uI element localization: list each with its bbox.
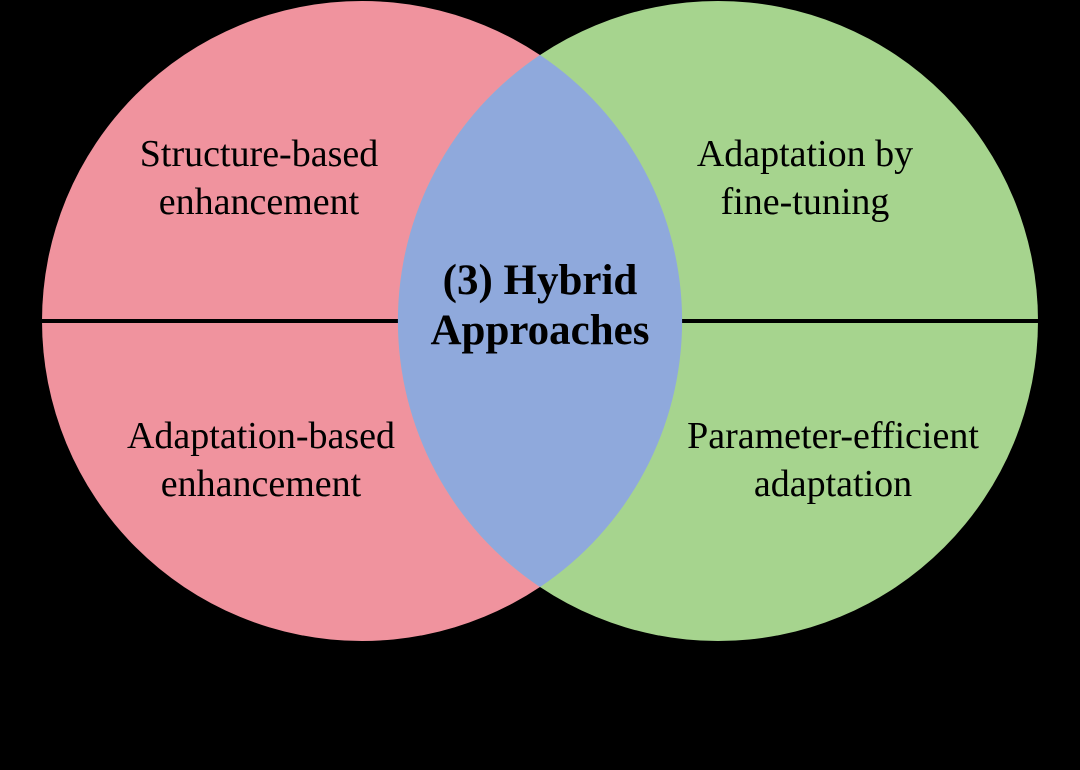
- label-line: enhancement: [158, 181, 360, 223]
- label-adaptation-by-fine-tuning: Adaptation by fine-tuning: [697, 130, 913, 226]
- label-line: enhancement: [160, 463, 362, 505]
- label-parameter-efficient-adaptation: Parameter-efficient adaptation: [687, 412, 979, 508]
- label-hybrid-approaches: (3) Hybrid Approaches: [430, 256, 649, 356]
- label-line: fine-tuning: [720, 181, 890, 223]
- label-line: (3) Hybrid: [442, 257, 638, 304]
- label-line: Adaptation-based: [126, 415, 396, 457]
- label-structure-based-enhancement: Structure-based enhancement: [140, 130, 378, 226]
- overlap-lens: [397, 55, 683, 587]
- label-adaptation-based-enhancement: Adaptation-based enhancement: [127, 412, 395, 508]
- label-line: Approaches: [430, 307, 650, 354]
- label-line: Parameter-efficient: [687, 415, 979, 457]
- label-line: adaptation: [753, 463, 913, 505]
- label-line: Structure-based: [139, 133, 379, 175]
- label-line: Adaptation by: [696, 133, 914, 175]
